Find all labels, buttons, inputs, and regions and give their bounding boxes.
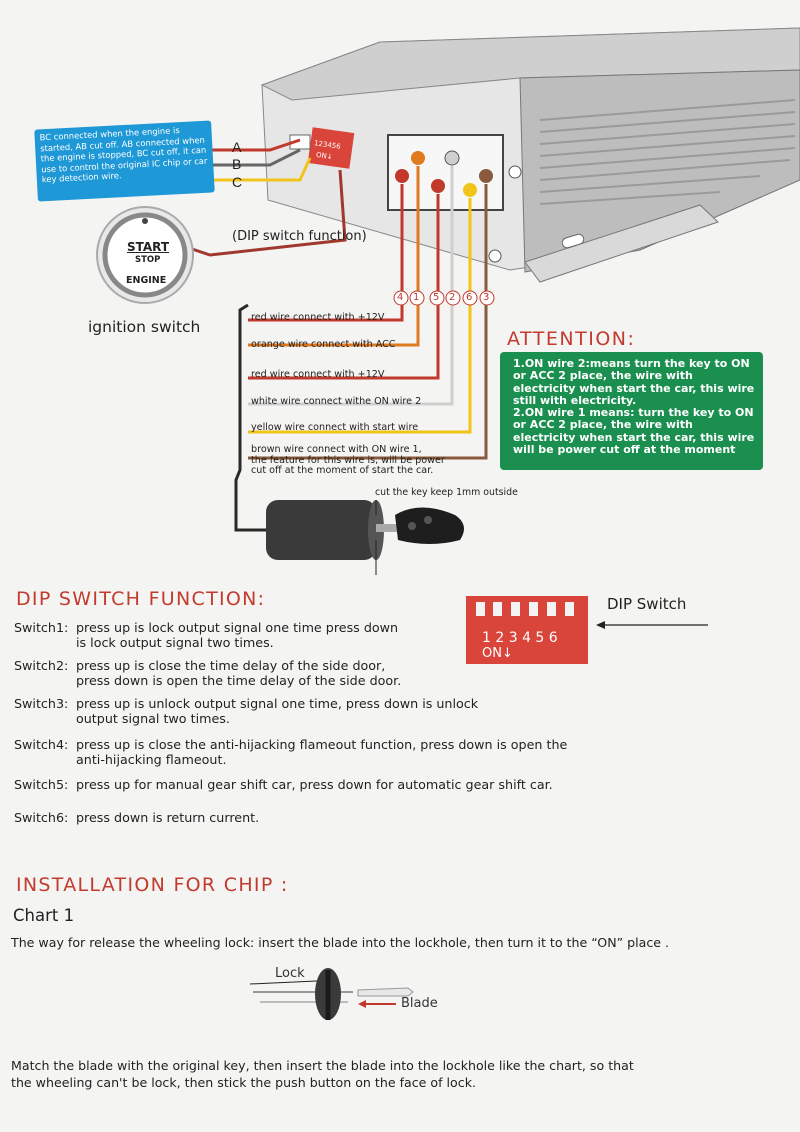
wire-number-circles xyxy=(393,290,495,306)
switch2-row: Switch2: press up is close the time delay… xyxy=(14,658,402,688)
switch3-line1: press up is unlock output signal one tim… xyxy=(76,696,479,711)
wire-number-3: 3 xyxy=(483,292,490,303)
ignition-switch-label: ignition switch xyxy=(88,318,201,336)
key-cut-label: cut the key keep 1mm outside xyxy=(375,487,518,498)
dip-switch-graphic xyxy=(466,596,588,664)
install-intro: The way for release the wheeling lock: i… xyxy=(11,935,670,950)
terminal-b: B xyxy=(232,156,241,172)
closing-line-2: the wheeling can't be lock, then stick t… xyxy=(11,1075,476,1090)
switch1-line2: is lock output signal two times. xyxy=(76,634,274,650)
switch6-line1: press down is return current. xyxy=(76,810,260,825)
switch6-row: Switch6: press down is return current. xyxy=(14,810,260,826)
wire-number-2: 2 xyxy=(449,292,456,303)
attention-item-2: 2.ON wire 1 means: turn the key to ON or… xyxy=(513,406,755,457)
wire-number-5: 5 xyxy=(433,292,440,303)
attention-title: ATTENTION: xyxy=(507,328,636,350)
dip-switch-numbers: 1 2 3 4 5 6 xyxy=(482,630,558,646)
wire-number-1: 1 xyxy=(413,292,420,303)
harness-wires xyxy=(234,166,488,532)
lock-blade-illustration xyxy=(249,968,414,1020)
terminal-a: A xyxy=(232,139,242,155)
car-key xyxy=(375,500,464,575)
stop-label: STOP xyxy=(135,255,161,265)
switch2-line1: press up is close the time delay of the … xyxy=(76,658,386,673)
attention-note: 1.ON wire 2:means turn the key to ON or … xyxy=(500,352,763,470)
brown-line-2: the feature for this wire is, will be po… xyxy=(251,454,445,466)
dip-function-wire xyxy=(179,169,347,257)
brown-line-3: cut off at the moment of start the car. xyxy=(251,465,434,476)
switch6-key: Switch6: xyxy=(14,810,69,825)
bc-connection-note: BC connected when the engine is started,… xyxy=(34,120,215,202)
start-label: START xyxy=(127,240,170,254)
abc-wires xyxy=(212,138,312,182)
switch5-row: Switch5: press up for manual gear shift c… xyxy=(14,777,553,793)
switch3-row: Switch3: press up is unlock output signal… xyxy=(14,696,479,726)
wire-label-white-on2: white wire connect withe ON wire 2 xyxy=(251,396,422,407)
chart-label: Chart 1 xyxy=(13,906,75,925)
wire-label-red-12v-2: red wire connect with +12V xyxy=(251,369,385,380)
switch4-row: Switch4: press up is close the anti-hijac… xyxy=(14,737,568,767)
switch3-line2: output signal two times. xyxy=(76,710,230,726)
wire-label-orange-acc: orange wire connect with ACC xyxy=(251,339,396,350)
switch2-key: Switch2: xyxy=(14,658,69,673)
terminal-c: C xyxy=(232,174,242,190)
wire-number-6: 6 xyxy=(466,292,473,303)
switch4-line2: anti-hijacking flameout. xyxy=(76,751,227,767)
wire-label-brown-on1: brown wire connect with ON wire 1, the f… xyxy=(251,444,445,477)
dip-switch-function-label: (DIP switch function) xyxy=(232,229,367,244)
wire-number-4: 4 xyxy=(397,292,404,303)
switch4-key: Switch4: xyxy=(14,737,69,752)
dip-switch-caption: DIP Switch xyxy=(607,595,687,613)
wire-label-yellow-start: yellow wire connect with start wire xyxy=(251,422,419,433)
switch1-line1: press up is lock output signal one time … xyxy=(76,620,399,635)
blade-label: Blade xyxy=(401,996,438,1011)
switch4-line1: press up is close the anti-hijacking fla… xyxy=(76,737,568,752)
switch1-row: Switch1: press up is lock output signal o… xyxy=(14,620,399,650)
wire-label-red-12v-1: red wire connect with +12V xyxy=(251,312,385,323)
attention-item-1: 1.ON wire 2:means turn the key to ON or … xyxy=(513,357,755,407)
switch3-key: Switch3: xyxy=(14,696,69,711)
install-section-title: INSTALLATION FOR CHIP : xyxy=(16,874,289,896)
dip-arrow-icon xyxy=(596,621,708,629)
switch1-key: Switch1: xyxy=(14,620,69,635)
dip-switch-on: ON↓ xyxy=(482,646,513,661)
switch5-key: Switch5: xyxy=(14,777,69,792)
lock-label: Lock xyxy=(275,966,305,981)
switch2-line2: press down is open the time delay of the… xyxy=(76,672,402,688)
switch5-line1: press up for manual gear shift car, pres… xyxy=(76,777,553,792)
ignition-lock-cylinder xyxy=(266,500,384,560)
control-module xyxy=(260,27,800,283)
start-stop-button xyxy=(96,206,194,304)
brown-line-1: brown wire connect with ON wire 1, xyxy=(251,444,422,455)
wiring-diagram: A B C xyxy=(96,27,800,575)
engine-label: ENGINE xyxy=(126,275,167,286)
dip-section-title: DIP SWITCH FUNCTION: xyxy=(16,588,266,610)
closing-line-1: Match the blade with the original key, t… xyxy=(11,1058,634,1073)
